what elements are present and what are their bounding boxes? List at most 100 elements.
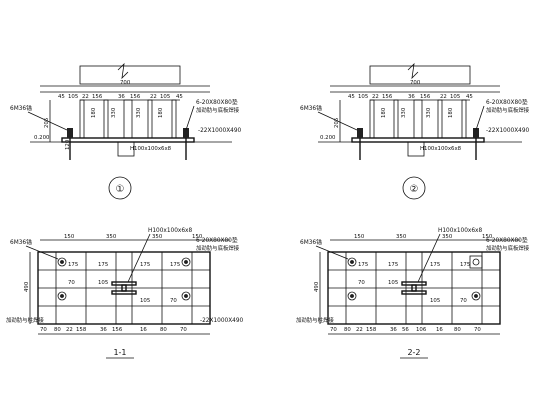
svg-text:175: 175 bbox=[68, 262, 78, 268]
elev1-baseplate-label: -22X1000X490 bbox=[198, 128, 242, 134]
elev1-column-stub bbox=[79, 65, 181, 85]
svg-text:45: 45 bbox=[466, 94, 473, 100]
svg-text:加劲肋与柱焊接: 加劲肋与柱焊接 bbox=[296, 316, 334, 324]
svg-text:70: 70 bbox=[40, 327, 47, 333]
svg-text:330: 330 bbox=[136, 107, 142, 118]
svg-text:150: 150 bbox=[482, 234, 493, 240]
svg-text:70: 70 bbox=[358, 280, 365, 286]
svg-text:22: 22 bbox=[372, 94, 379, 100]
detail-mark-1 bbox=[108, 176, 132, 200]
elev1-plate-label: 6-20X80X80垫 bbox=[196, 98, 238, 106]
svg-text:150: 150 bbox=[192, 234, 203, 240]
svg-text:70: 70 bbox=[330, 327, 337, 333]
svg-text:70: 70 bbox=[460, 298, 467, 304]
svg-text:106: 106 bbox=[416, 327, 427, 333]
plan1-column-label: H100x100x6x8 bbox=[148, 228, 192, 234]
svg-text:36: 36 bbox=[390, 327, 397, 333]
svg-text:158: 158 bbox=[366, 327, 377, 333]
svg-text:205: 205 bbox=[334, 118, 340, 128]
elevation-2: 700 45 105 22 156 36 156 22 105 45 180 3… bbox=[300, 62, 530, 200]
plan1-title: 1-1 bbox=[113, 348, 126, 357]
detail-mark-2 bbox=[402, 176, 426, 200]
svg-text:180: 180 bbox=[448, 107, 454, 118]
svg-text:36: 36 bbox=[118, 94, 125, 100]
svg-text:350: 350 bbox=[396, 234, 407, 240]
plan2-title: 2-2 bbox=[407, 348, 420, 357]
svg-text:175: 175 bbox=[460, 262, 470, 268]
svg-text:175: 175 bbox=[140, 262, 150, 268]
svg-text:150: 150 bbox=[64, 234, 75, 240]
svg-text:175: 175 bbox=[170, 262, 180, 268]
svg-text:105: 105 bbox=[450, 94, 460, 100]
svg-text:加劲肋与柱焊接: 加劲肋与柱焊接 bbox=[6, 316, 44, 324]
svg-text:350: 350 bbox=[442, 234, 453, 240]
svg-text:80: 80 bbox=[344, 327, 351, 333]
svg-text:36: 36 bbox=[100, 327, 107, 333]
svg-text:156: 156 bbox=[130, 94, 141, 100]
svg-text:330: 330 bbox=[111, 107, 117, 118]
svg-text:45: 45 bbox=[348, 94, 355, 100]
elev2-bolts-label: 6M36锚 bbox=[300, 104, 322, 112]
svg-text:156: 156 bbox=[112, 327, 123, 333]
plan2-anchor-bolts bbox=[347, 255, 483, 301]
svg-text:45: 45 bbox=[176, 94, 183, 100]
elev1-base-plate bbox=[61, 137, 195, 143]
svg-text:70: 70 bbox=[170, 298, 177, 304]
plan2-column-section bbox=[401, 281, 427, 295]
svg-text:105: 105 bbox=[98, 280, 108, 286]
svg-text:175: 175 bbox=[388, 262, 398, 268]
svg-text:350: 350 bbox=[106, 234, 117, 240]
elev2-plate-label: 6-20X80X80垫 bbox=[486, 98, 528, 106]
svg-text:②: ② bbox=[410, 184, 419, 195]
svg-text:80: 80 bbox=[160, 327, 167, 333]
elev2-shear-key bbox=[407, 141, 425, 157]
elev2-baseplate-label: -22X1000X490 bbox=[486, 128, 530, 134]
elev1-anchor-bolts bbox=[67, 128, 189, 160]
plan1-plate-label: 6-20X80X80垫 bbox=[196, 236, 238, 244]
svg-text:22: 22 bbox=[440, 94, 447, 100]
svg-text:45: 45 bbox=[58, 94, 65, 100]
svg-text:70: 70 bbox=[180, 327, 187, 333]
svg-text:180: 180 bbox=[158, 107, 164, 118]
svg-text:①: ① bbox=[116, 184, 125, 195]
svg-text:105: 105 bbox=[388, 280, 398, 286]
svg-text:150: 150 bbox=[354, 234, 365, 240]
svg-text:175: 175 bbox=[358, 262, 368, 268]
svg-text:156: 156 bbox=[92, 94, 103, 100]
svg-text:105: 105 bbox=[68, 94, 78, 100]
svg-text:加劲肋与底板焊接: 加劲肋与底板焊接 bbox=[196, 106, 240, 114]
plan-2-2: 150 350 350 150 175 175 175 bbox=[296, 228, 530, 359]
elev2-top-dim: 700 bbox=[410, 80, 421, 86]
svg-text:180: 180 bbox=[381, 107, 387, 118]
elev2-column-label: H100x100x6x8 bbox=[420, 146, 462, 152]
svg-text:0.200: 0.200 bbox=[34, 135, 50, 141]
svg-text:120: 120 bbox=[65, 139, 71, 150]
svg-text:36: 36 bbox=[408, 94, 415, 100]
elev1-column-label: H100x100x6x8 bbox=[130, 146, 172, 152]
plan1-baseplate-label: -22X1000X490 bbox=[200, 318, 244, 324]
svg-text:158: 158 bbox=[76, 327, 87, 333]
svg-text:105: 105 bbox=[140, 298, 150, 304]
plan1-anchor-bolts bbox=[57, 257, 191, 301]
svg-text:105: 105 bbox=[430, 298, 440, 304]
elev1-bolts-label: 6M36锚 bbox=[10, 104, 32, 112]
plan1-bolts-label: 6M36锚 bbox=[10, 238, 32, 246]
svg-text:330: 330 bbox=[426, 107, 432, 118]
svg-text:105: 105 bbox=[160, 94, 170, 100]
svg-text:加劲肋与底板焊接: 加劲肋与底板焊接 bbox=[486, 106, 530, 114]
svg-text:80: 80 bbox=[454, 327, 461, 333]
plan2-column-label: H100x100x6x8 bbox=[438, 228, 482, 234]
svg-text:156: 156 bbox=[382, 94, 393, 100]
svg-text:80: 80 bbox=[54, 327, 61, 333]
svg-text:0.200: 0.200 bbox=[320, 135, 336, 141]
svg-text:175: 175 bbox=[430, 262, 440, 268]
elev2-column-stub bbox=[369, 65, 471, 85]
elev1-top-dim: 700 bbox=[120, 80, 131, 86]
elev2-anchor-bolts bbox=[357, 128, 479, 160]
plan1-column-section bbox=[111, 281, 137, 295]
elev1-break-mark bbox=[117, 62, 129, 80]
svg-text:205: 205 bbox=[44, 118, 50, 128]
svg-text:180: 180 bbox=[91, 107, 97, 118]
svg-text:22: 22 bbox=[66, 327, 73, 333]
svg-text:70: 70 bbox=[474, 327, 481, 333]
